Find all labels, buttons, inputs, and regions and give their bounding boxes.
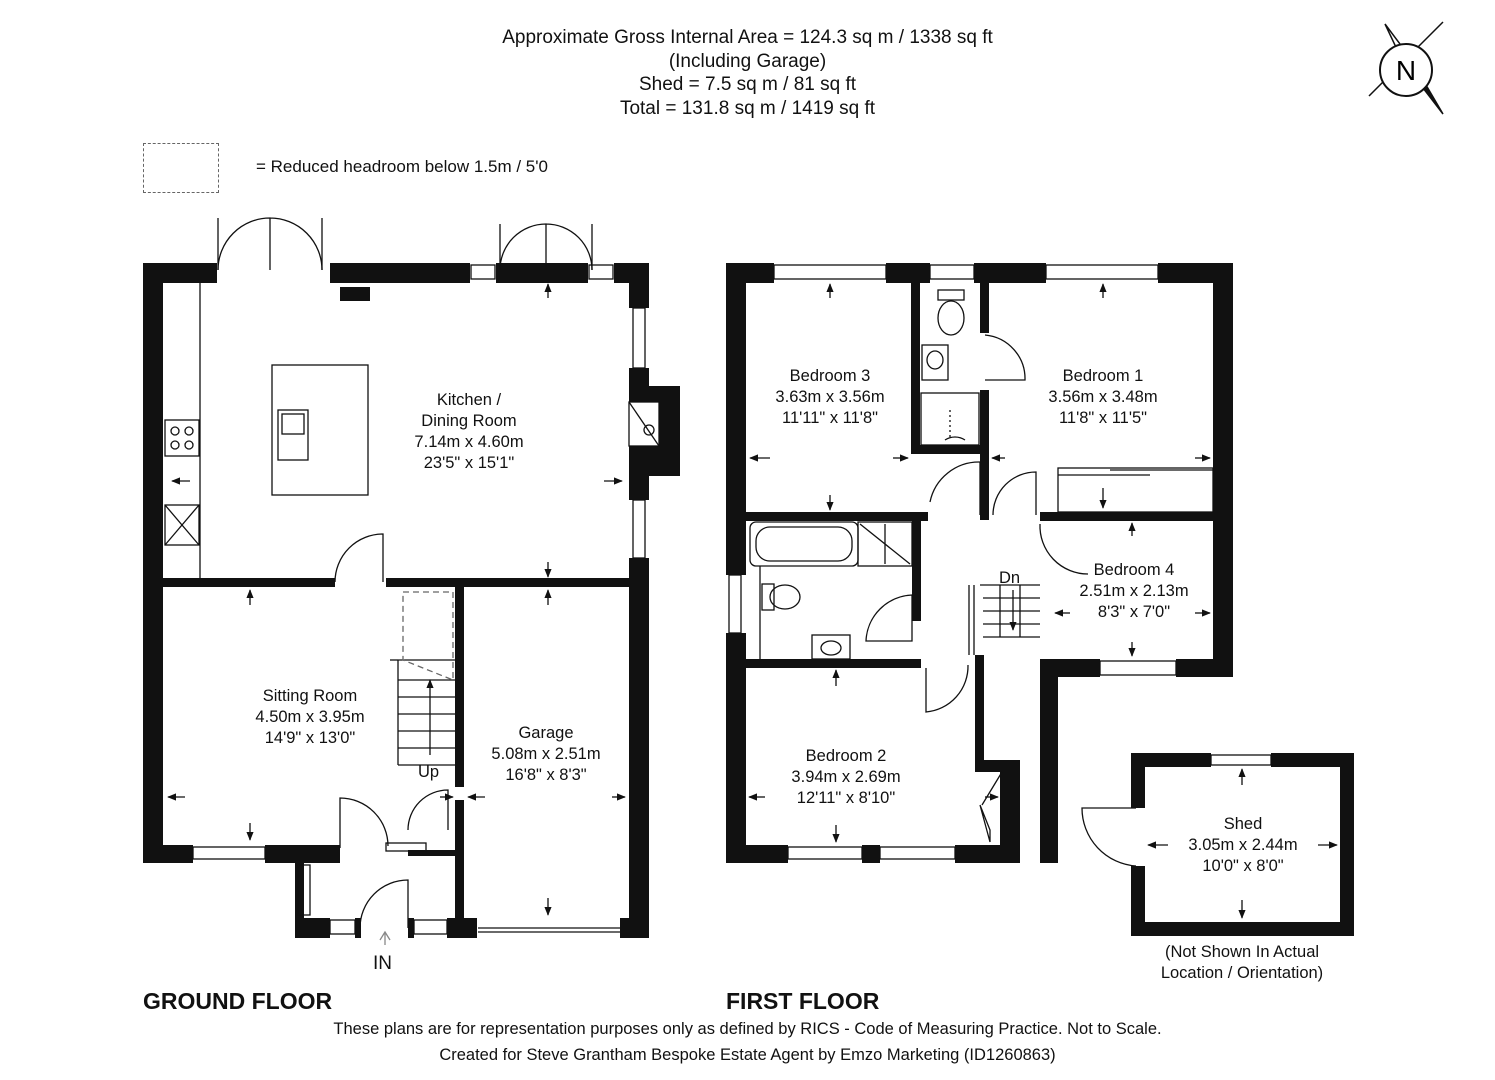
garage-metric: 5.08m x 2.51m bbox=[491, 745, 601, 763]
reduced-headroom-legend: = Reduced headroom below 1.5m / 5'0 bbox=[256, 157, 548, 176]
area-summary: Approximate Gross Internal Area = 124.3 … bbox=[0, 26, 1495, 120]
ground-dimension-arrows bbox=[167, 283, 626, 916]
compass-letter: N bbox=[1396, 55, 1416, 86]
bed4-metric: 2.51m x 2.13m bbox=[1079, 582, 1189, 600]
kitchen-metric: 7.14m x 4.60m bbox=[414, 433, 524, 451]
sitting-name: Sitting Room bbox=[262, 687, 358, 705]
shed-label: Shed 3.05m x 2.44m 10'0" x 8'0" bbox=[1188, 814, 1297, 877]
bed2-imperial: 12'11" x 8'10" bbox=[796, 789, 896, 807]
shed-location-note: (Not Shown In Actual Location / Orientat… bbox=[1161, 942, 1323, 984]
shed-metric: 3.05m x 2.44m bbox=[1188, 836, 1298, 854]
shed-note-line2: Location / Orientation) bbox=[1160, 964, 1324, 982]
north-compass-icon: N bbox=[1368, 21, 1444, 115]
first-floor-title: FIRST FLOOR bbox=[726, 988, 880, 1014]
bed1-metric: 3.56m x 3.48m bbox=[1048, 388, 1158, 406]
first-dimension-arrows bbox=[748, 283, 1211, 843]
shed-area-text: Shed = 7.5 sq m / 81 sq ft bbox=[638, 74, 857, 95]
shed-imperial: 10'0" x 8'0" bbox=[1202, 857, 1284, 875]
bed3-name: Bedroom 3 bbox=[789, 367, 871, 385]
bed3-imperial: 11'11" x 11'8" bbox=[781, 409, 878, 427]
kitchen-dining-label: Kitchen / Dining Room 7.14m x 4.60m 23'5… bbox=[414, 390, 523, 474]
bed2-name: Bedroom 2 bbox=[805, 747, 887, 765]
total-area-text: Total = 131.8 sq m / 1419 sq ft bbox=[619, 97, 876, 119]
garage-name: Garage bbox=[518, 724, 574, 742]
credit-text: Created for Steve Grantham Bespoke Estat… bbox=[439, 1046, 1056, 1064]
first-floor-fixtures bbox=[728, 264, 1214, 860]
disclaimer-text: These plans are for representation purpo… bbox=[333, 1020, 1162, 1038]
shed-note-line1: (Not Shown In Actual bbox=[1164, 943, 1320, 961]
bed4-name: Bedroom 4 bbox=[1093, 561, 1175, 579]
ground-stairs bbox=[390, 591, 455, 766]
bed1-name: Bedroom 1 bbox=[1062, 367, 1144, 385]
stairs-down-label: Dn bbox=[999, 569, 1021, 587]
ground-floor-fixtures bbox=[164, 217, 680, 945]
reduced-headroom-swatch bbox=[143, 143, 219, 193]
stairs-up-label: Up bbox=[418, 763, 440, 781]
bedroom-4-label: Bedroom 4 2.51m x 2.13m 8'3" x 7'0" bbox=[1079, 560, 1188, 623]
shed-walls bbox=[1131, 753, 1354, 936]
ground-floor-title: GROUND FLOOR bbox=[143, 988, 333, 1014]
entrance-label: IN bbox=[373, 953, 392, 974]
garage-imperial: 16'8" x 8'3" bbox=[505, 766, 587, 784]
shed-dimension-arrows bbox=[1147, 768, 1338, 919]
garage-label: Garage 5.08m x 2.51m 16'8" x 8'3" bbox=[491, 723, 600, 786]
dining-name: Dining Room bbox=[421, 412, 517, 430]
bedroom-2-label: Bedroom 2 3.94m x 2.69m 12'11" x 8'10" bbox=[791, 746, 900, 809]
including-garage-text: (Including Garage) bbox=[668, 50, 827, 72]
first-floor-walls bbox=[726, 263, 1233, 863]
kitchen-name: Kitchen / bbox=[436, 391, 502, 409]
bedroom-1-label: Bedroom 1 3.56m x 3.48m 11'8" x 11'5" bbox=[1048, 366, 1157, 429]
sitting-metric: 4.50m x 3.95m bbox=[255, 708, 365, 726]
sitting-room-label: Sitting Room 4.50m x 3.95m 14'9" x 13'0" bbox=[255, 686, 364, 749]
first-stairs bbox=[968, 584, 1040, 655]
gross-area-text: Approximate Gross Internal Area = 124.3 … bbox=[502, 27, 993, 48]
bed1-imperial: 11'8" x 11'5" bbox=[1058, 409, 1148, 427]
bed3-metric: 3.63m x 3.56m bbox=[775, 388, 885, 406]
bed4-imperial: 8'3" x 7'0" bbox=[1097, 603, 1171, 621]
kitchen-imperial: 23'5" x 15'1" bbox=[423, 454, 515, 472]
sitting-imperial: 14'9" x 13'0" bbox=[264, 729, 356, 747]
ground-floor-walls bbox=[143, 263, 649, 938]
bedroom-3-label: Bedroom 3 3.63m x 3.56m 11'11" x 11'8" bbox=[775, 366, 884, 429]
bed2-metric: 3.94m x 2.69m bbox=[791, 768, 901, 786]
shed-fixtures bbox=[1081, 754, 1272, 867]
shed-name: Shed bbox=[1223, 815, 1263, 833]
